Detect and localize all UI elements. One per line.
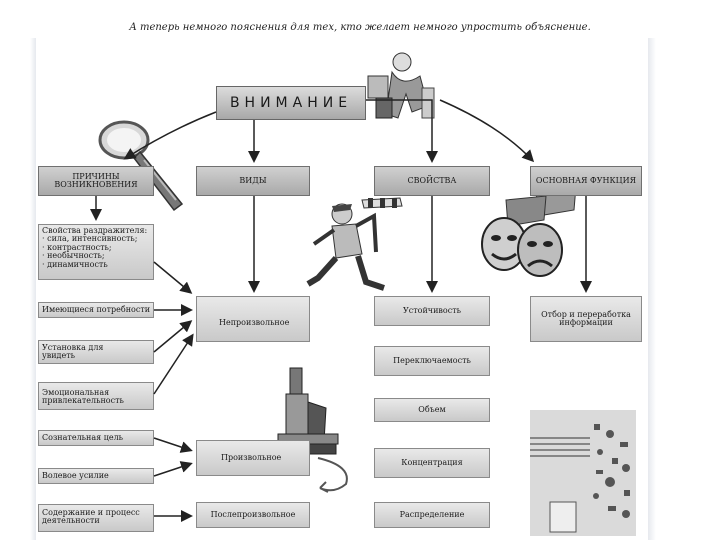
microscope-illustration	[277, 367, 348, 493]
property-volume: Объем	[374, 398, 490, 422]
cause-conscious-goal: Сознательная цель	[38, 430, 154, 446]
header-types: ВИДЫ	[196, 166, 310, 196]
arrow-volition-to-voluntary	[153, 461, 193, 477]
theater-masks-illustration	[481, 186, 577, 277]
arrow-title-to-properties	[366, 99, 438, 163]
data-flow-illustration	[530, 410, 636, 536]
arrow-title-to-causes	[123, 111, 217, 160]
handyman-illustration	[367, 52, 435, 119]
type-post-voluntary: Послепроизвольное	[196, 502, 310, 528]
cause-set-label: Установка для увидеть	[42, 343, 104, 361]
arrow-emotional-to-involuntary	[153, 333, 194, 395]
type-involuntary-label: Непроизвольное	[219, 318, 290, 327]
function-information-selection: Отбор и переработка информации	[530, 296, 642, 342]
property-switching: Переключаемость	[374, 346, 490, 376]
arrow-goal-to-voluntary	[153, 437, 193, 453]
slide-shadow-left	[30, 38, 36, 540]
running-man-illustration	[306, 197, 403, 291]
cause-needs-label: Имеющиеся потребности	[42, 305, 151, 314]
title-box-attention: ВНИМАНИЕ	[216, 86, 366, 120]
arrow-stimulus-to-involuntary	[153, 261, 193, 294]
cause-set: Установка для увидеть	[38, 340, 154, 364]
cause-needs: Имеющиеся потребности	[38, 302, 154, 318]
type-voluntary: Произвольное	[196, 440, 310, 476]
header-main-function: ОСНОВНАЯ ФУНКЦИЯ	[530, 166, 642, 196]
cause-volition-label: Волевое усилие	[42, 471, 109, 480]
type-voluntary-label: Произвольное	[221, 453, 282, 462]
cause-volition: Волевое усилие	[38, 468, 154, 484]
property-concentration: Концентрация	[374, 448, 490, 478]
arrow-set-to-involuntary	[153, 320, 193, 353]
property-distribution: Распределение	[374, 502, 490, 528]
cause-conscious-goal-label: Сознательная цель	[42, 433, 124, 442]
header-causes: ПРИЧИНЫ ВОЗНИКНОВЕНИЯ	[38, 166, 154, 196]
cause-emotional: Эмоциональная привлекательность	[38, 382, 154, 410]
cause-emotional-label: Эмоциональная привлекательность	[42, 388, 124, 406]
slide-caption: А теперь немного пояснения для тех, кто …	[129, 22, 591, 33]
header-properties: СВОЙСТВА	[374, 166, 490, 196]
slide-shadow-right	[648, 38, 656, 540]
cause-activity: Содержание и процесс деятельности	[38, 504, 154, 532]
cause-activity-label: Содержание и процесс деятельности	[42, 508, 140, 526]
type-involuntary: Непроизвольное	[196, 296, 310, 342]
arrow-title-to-function	[439, 99, 535, 163]
cause-stimulus-properties: Свойства раздражителя: · сила, интенсивн…	[38, 224, 154, 280]
property-stability: Устойчивость	[374, 296, 490, 326]
